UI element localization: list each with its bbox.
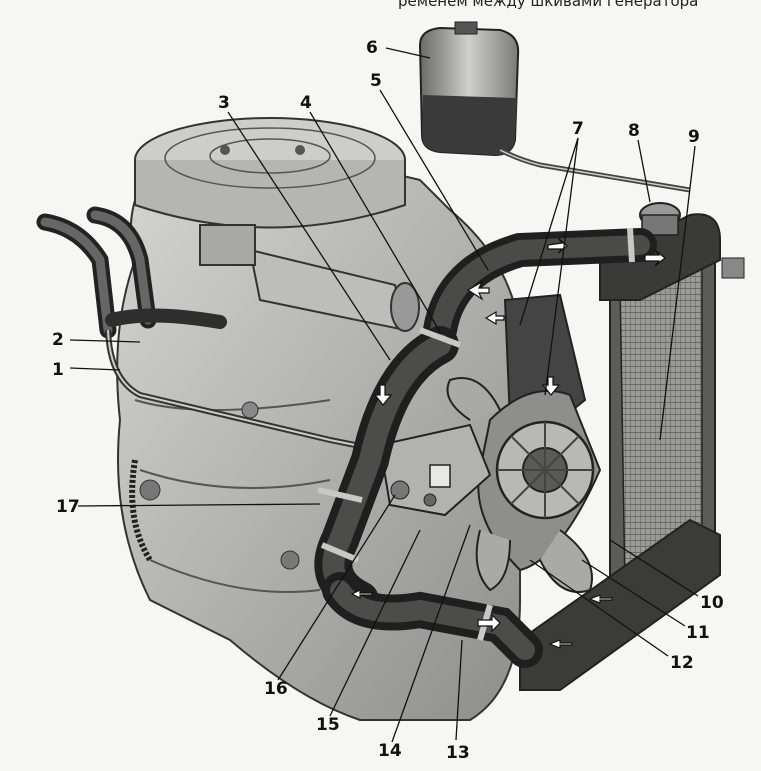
water-pump <box>378 423 492 517</box>
callout-12-label: 12 <box>670 653 694 673</box>
callout-5-label: 5 <box>370 71 382 91</box>
callout-16-label: 16 <box>264 679 288 699</box>
radiator-hoses <box>314 227 657 668</box>
caption-fragment: ременем между шкивами генератора <box>398 0 698 10</box>
callout-13-label: 13 <box>446 743 470 763</box>
callout-11-label: 11 <box>686 623 710 643</box>
callout-15-label: 15 <box>316 715 340 735</box>
air-filter <box>134 117 406 229</box>
callout-8-label: 8 <box>628 121 640 141</box>
callout-4-label: 4 <box>300 93 312 113</box>
fan-assembly <box>446 293 602 593</box>
callout-6-label: 6 <box>366 38 378 58</box>
heater-hoses <box>36 206 381 453</box>
callout-17-label: 17 <box>56 497 80 517</box>
callout-1-label: 2 <box>52 330 64 350</box>
callout-labels: 2 1 3 4 5 6 7 8 9 10 11 12 13 14 15 16 1… <box>52 38 724 763</box>
callout-7-label: 7 <box>572 119 584 139</box>
intake-pipe <box>199 224 420 332</box>
callout-0-label: 1 <box>52 360 64 380</box>
callout-3-label: 3 <box>218 93 230 113</box>
callout-14-label: 14 <box>378 741 402 761</box>
flow-arrows <box>350 237 666 649</box>
callout-9-label: 9 <box>688 127 700 147</box>
expansion-tank <box>418 21 691 193</box>
leader-lines <box>69 47 699 743</box>
callout-10-label: 10 <box>700 593 724 613</box>
